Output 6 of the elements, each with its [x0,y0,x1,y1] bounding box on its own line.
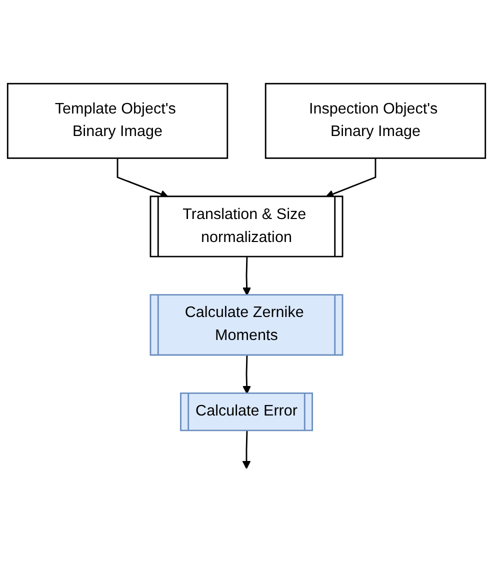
node-box: Template Object's Binary Image [6,82,228,158]
arrow [242,354,251,394]
arrow [325,158,376,198]
node-box: Inspection Object's Binary Image [264,82,486,158]
arrow [242,430,251,469]
arrow [242,256,251,296]
